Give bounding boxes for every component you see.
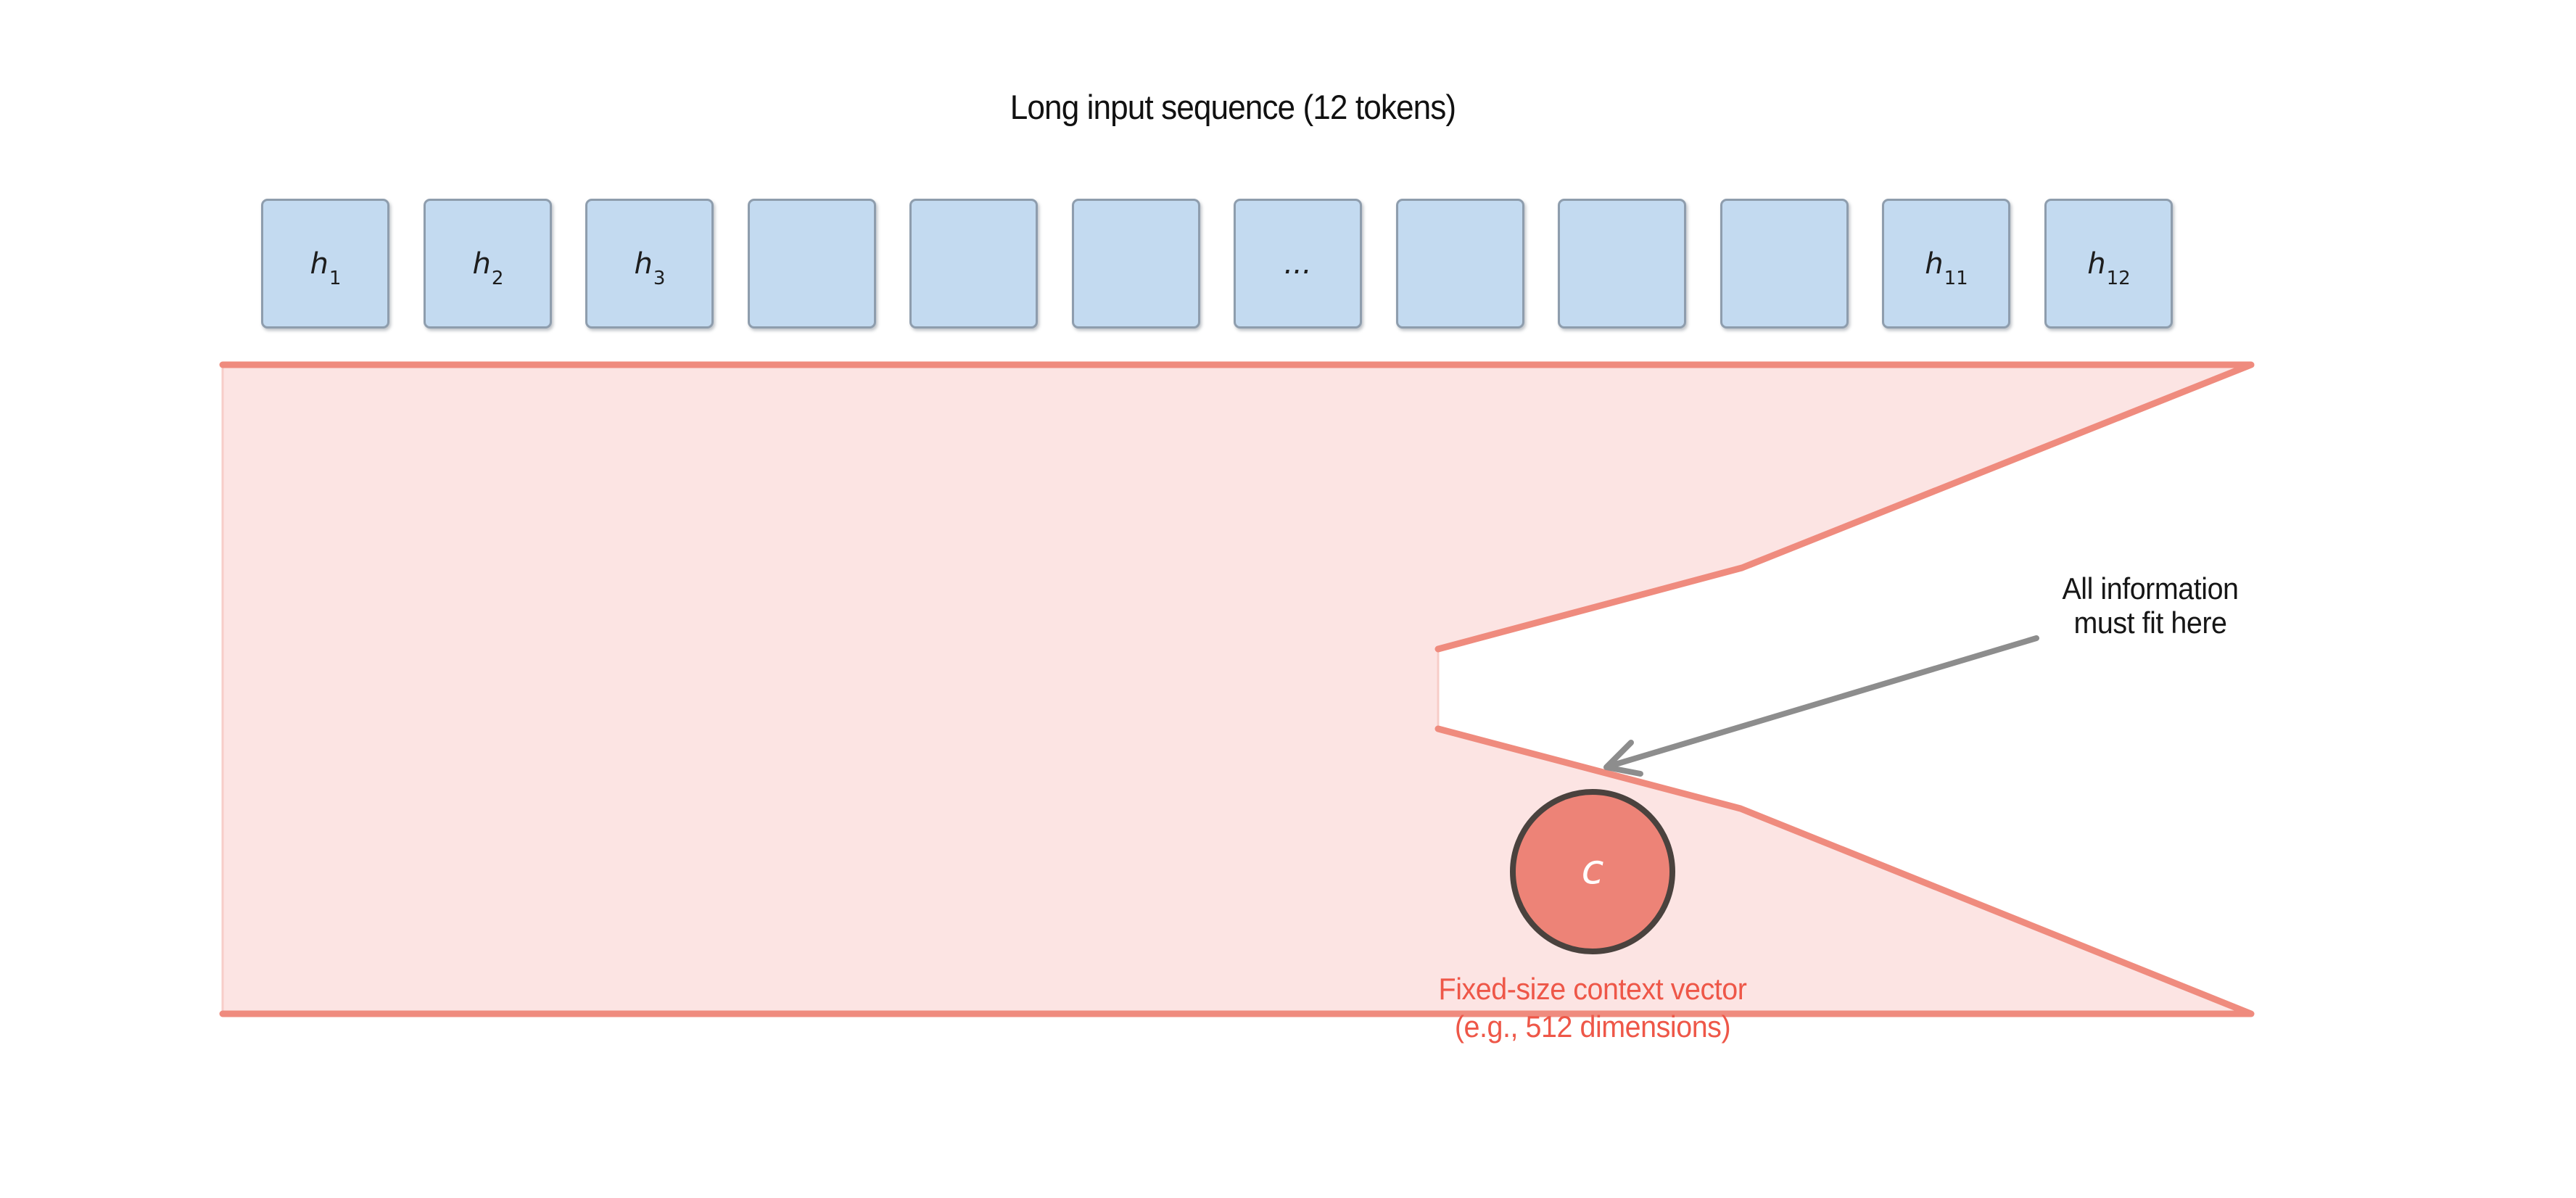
token-box-1: h1 xyxy=(261,199,389,329)
token-box-5 xyxy=(909,199,1038,329)
annotation-arrow-line xyxy=(1610,635,2039,768)
funnel-upper-jaw-edge xyxy=(219,361,2255,653)
annotation-line-2: must fit here xyxy=(2073,606,2227,640)
token-box-4 xyxy=(748,199,876,329)
token-box-ellipsis: ... xyxy=(1234,199,1362,329)
context-vector-circle xyxy=(1510,789,1675,954)
caption-line-1: Fixed-size context vector xyxy=(1438,972,1747,1006)
token-label: h1 xyxy=(310,247,342,289)
caption-line-2: (e.g., 512 dimensions) xyxy=(1454,1009,1731,1044)
token-box-6 xyxy=(1072,199,1200,329)
token-box-11: h11 xyxy=(1882,199,2010,329)
token-box-2: h2 xyxy=(424,199,552,329)
token-label: h3 xyxy=(634,247,666,289)
token-box-10 xyxy=(1720,199,1849,329)
annotation-text: All information must fit here xyxy=(1946,571,2355,640)
annotation-arrowhead-icon xyxy=(1603,740,1643,777)
diagram-title: Long input sequence (12 tokens) xyxy=(1010,88,1456,126)
token-box-3: h3 xyxy=(585,199,714,329)
token-label: h2 xyxy=(472,247,504,289)
annotation-line-1: All information xyxy=(2062,571,2239,606)
context-vector-caption: Fixed-size context vector (e.g., 512 dim… xyxy=(1388,970,1797,1046)
context-vector-label: c xyxy=(1581,846,1604,893)
token-box-12: h12 xyxy=(2044,199,2173,329)
token-box-8 xyxy=(1396,199,1524,329)
token-label: h12 xyxy=(2087,247,2131,289)
funnel-shape xyxy=(223,365,2251,1014)
token-label: h11 xyxy=(1925,247,1968,289)
ellipsis-label: ... xyxy=(1284,247,1312,281)
token-box-9 xyxy=(1558,199,1686,329)
funnel-lower-jaw-edge xyxy=(219,725,2255,1017)
